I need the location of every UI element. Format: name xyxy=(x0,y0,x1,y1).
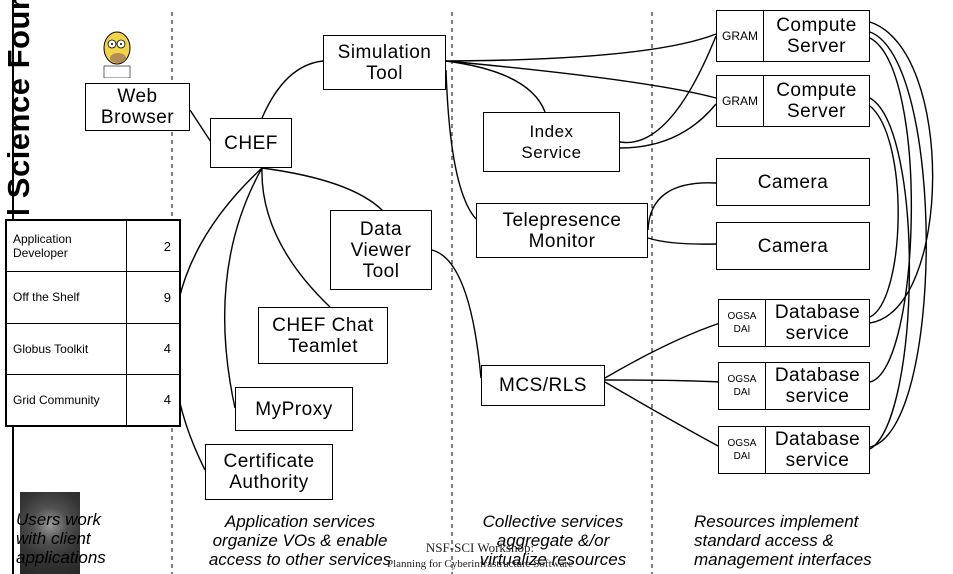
caption-collective-services: Collective services aggregate &/or virtu… xyxy=(479,512,627,569)
vote-count: 9 xyxy=(163,289,171,305)
web-browser-box: Web Browser xyxy=(85,83,190,131)
user-avatar-icon xyxy=(103,31,131,78)
vote-row: Off the Shelf 9 xyxy=(7,272,179,324)
link-sim-index xyxy=(445,60,546,113)
caption-users: Users work with client applications xyxy=(16,510,106,567)
compute-server-box-2: Compute Server xyxy=(763,75,870,127)
certificate-authority-box: Certificate Authority xyxy=(205,444,333,500)
link-chef-chat xyxy=(261,167,331,308)
link-mcs-db3 xyxy=(604,381,721,448)
telepresence-monitor-box: Telepresence Monitor xyxy=(476,203,648,258)
link-mcs-db2 xyxy=(604,379,721,383)
simulation-tool-box: Simulation Tool xyxy=(323,35,446,90)
link-sim-compute2 xyxy=(445,60,717,99)
caption-resources: Resources implement standard access & ma… xyxy=(694,512,872,569)
vote-label: Application Developer xyxy=(7,221,127,272)
chef-chat-teamlet-box: CHEF Chat Teamlet xyxy=(258,307,388,364)
vote-count: 4 xyxy=(163,341,171,357)
vote-label: Off the Shelf xyxy=(7,272,127,323)
link-index-compute1 xyxy=(619,35,717,144)
myproxy-box: MyProxy xyxy=(235,387,353,431)
link-telepresence-camera2 xyxy=(647,237,717,245)
vote-label: Globus Toolkit xyxy=(7,323,127,374)
link-resources-e xyxy=(869,21,934,324)
ogsa-dai-tag-2: OGSA DAI xyxy=(718,362,766,410)
link-chef-myproxy xyxy=(224,167,263,409)
vote-row: Grid Community 4 xyxy=(7,374,179,425)
vote-count: 2 xyxy=(163,238,171,254)
vote-label: Grid Community xyxy=(7,374,127,425)
link-resources-a xyxy=(869,31,927,448)
gram-tag-2: GRAM xyxy=(716,75,764,127)
camera-box-1: Camera xyxy=(716,158,870,206)
connector-lines xyxy=(172,21,934,471)
mcs-rls-box: MCS/RLS xyxy=(481,365,605,406)
vote-count: 4 xyxy=(163,392,171,408)
caption-application-services: Application services organize VOs & enab… xyxy=(208,512,392,569)
database-service-box-2: Database service xyxy=(765,362,870,410)
vote-row: Globus Toolkit 4 xyxy=(7,323,179,375)
data-viewer-tool-box: Data Viewer Tool xyxy=(330,210,432,290)
camera-box-2: Camera xyxy=(716,222,870,270)
compute-server-box-1: Compute Server xyxy=(763,10,870,62)
chef-box: CHEF xyxy=(210,118,292,168)
gram-tag-1: GRAM xyxy=(716,10,764,62)
link-resources-d xyxy=(869,105,899,318)
link-resources-b xyxy=(869,37,913,383)
link-chef-dataviewer xyxy=(261,167,384,212)
link-dataviewer-mcs xyxy=(431,249,482,379)
index-service-box: Index Service xyxy=(483,112,620,172)
database-service-box-1: Database service xyxy=(765,299,870,347)
link-index-compute2 xyxy=(619,103,717,149)
link-sim-compute1 xyxy=(445,33,717,62)
link-mcs-db1 xyxy=(604,322,721,379)
link-sim-telepresence xyxy=(445,69,477,220)
link-chef-simulation xyxy=(261,60,324,119)
ogsa-dai-tag-1: OGSA DAI xyxy=(718,299,766,347)
client-thumbnail-image xyxy=(20,492,80,574)
link-browser-chef xyxy=(189,109,212,143)
link-telepresence-camera1 xyxy=(647,182,717,231)
ogsa-dai-tag-3: OGSA DAI xyxy=(718,426,766,474)
vote-row: Application Developer 2 xyxy=(7,221,179,273)
link-resources-c xyxy=(869,97,911,450)
vote-table: Application Developer 2 Off the Shelf 9 … xyxy=(5,219,181,427)
database-service-box-3: Database service xyxy=(765,426,870,474)
